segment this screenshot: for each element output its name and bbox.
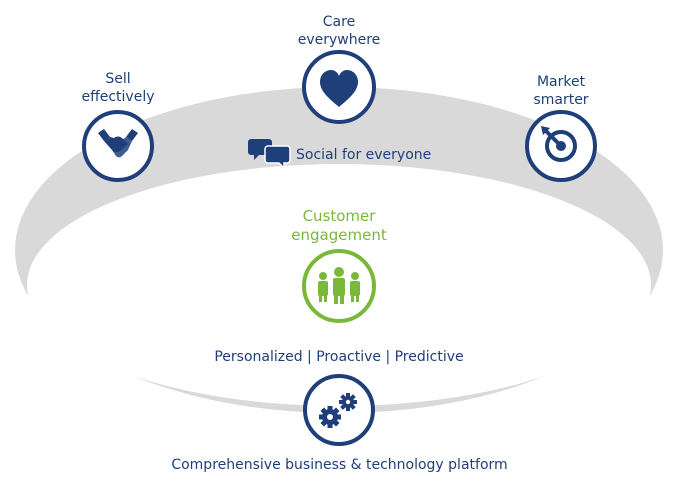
market-label-line2: smarter (533, 92, 589, 108)
chat-bubbles-icon (248, 139, 291, 170)
care-label-line2: everywhere (297, 32, 381, 48)
customer-label-line1: Customer (302, 207, 376, 225)
market-circle (525, 110, 597, 182)
customer-label-line2: engagement (291, 226, 387, 244)
sell-label-line2: effectively (81, 89, 155, 105)
social-label: Social for everyone (296, 147, 432, 163)
care-circle (302, 50, 376, 124)
platform-label: Comprehensive business & technology plat… (171, 457, 508, 473)
target-icon (541, 126, 577, 162)
handshake-icon (98, 129, 138, 158)
sell-label-line1: Sell (105, 71, 131, 87)
sell-label: Sell effectively (68, 70, 168, 106)
platform-circle (303, 374, 375, 446)
people-icon (318, 267, 360, 304)
care-label-line1: Care (322, 14, 356, 30)
care-label: Care everywhere (279, 13, 399, 49)
heart-icon (320, 70, 358, 107)
market-label-line1: Market (536, 74, 586, 90)
gears-icon (319, 393, 357, 428)
tagline: Personalized | Proactive | Predictive (214, 349, 464, 365)
sell-circle (82, 110, 154, 182)
market-label: Market smarter (511, 73, 611, 109)
customer-label: Customer engagement (269, 207, 409, 245)
customer-circle (302, 249, 376, 323)
